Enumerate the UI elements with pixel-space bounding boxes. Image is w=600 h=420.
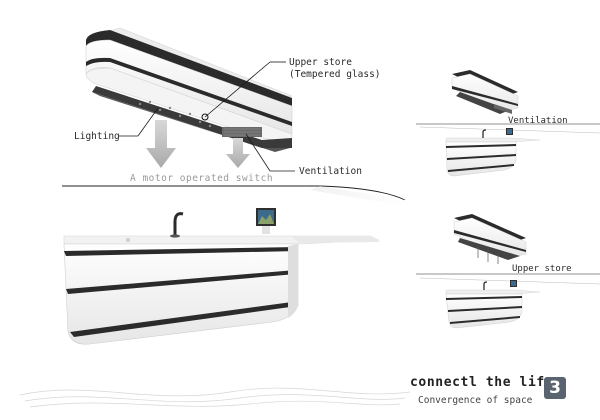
label-ventilation-small: Ventilation (508, 116, 568, 126)
brand-block: connectl the life Convergence of space 3 (408, 375, 598, 415)
callout-lines (118, 61, 295, 172)
label-motor-switch: A motor operated switch (130, 173, 274, 184)
label-lighting: Lighting (74, 131, 120, 142)
main-counter (63, 208, 380, 345)
decorative-waves (19, 387, 411, 408)
label-ventilation: Ventilation (299, 166, 362, 177)
label-upper-store: Upper store (289, 57, 352, 68)
motor-arrows (146, 120, 250, 168)
brand-title: connectl the life (410, 375, 554, 390)
brand-subtitle: Convergence of space (418, 395, 533, 406)
small-scene-bottom (416, 214, 600, 329)
main-upper-store (85, 27, 293, 152)
label-tempered-glass: (Tempered glass) (289, 69, 381, 80)
page-number-badge: 3 (544, 377, 566, 399)
small-scene-top (416, 70, 600, 177)
label-upper-store-small: Upper store (512, 264, 572, 274)
